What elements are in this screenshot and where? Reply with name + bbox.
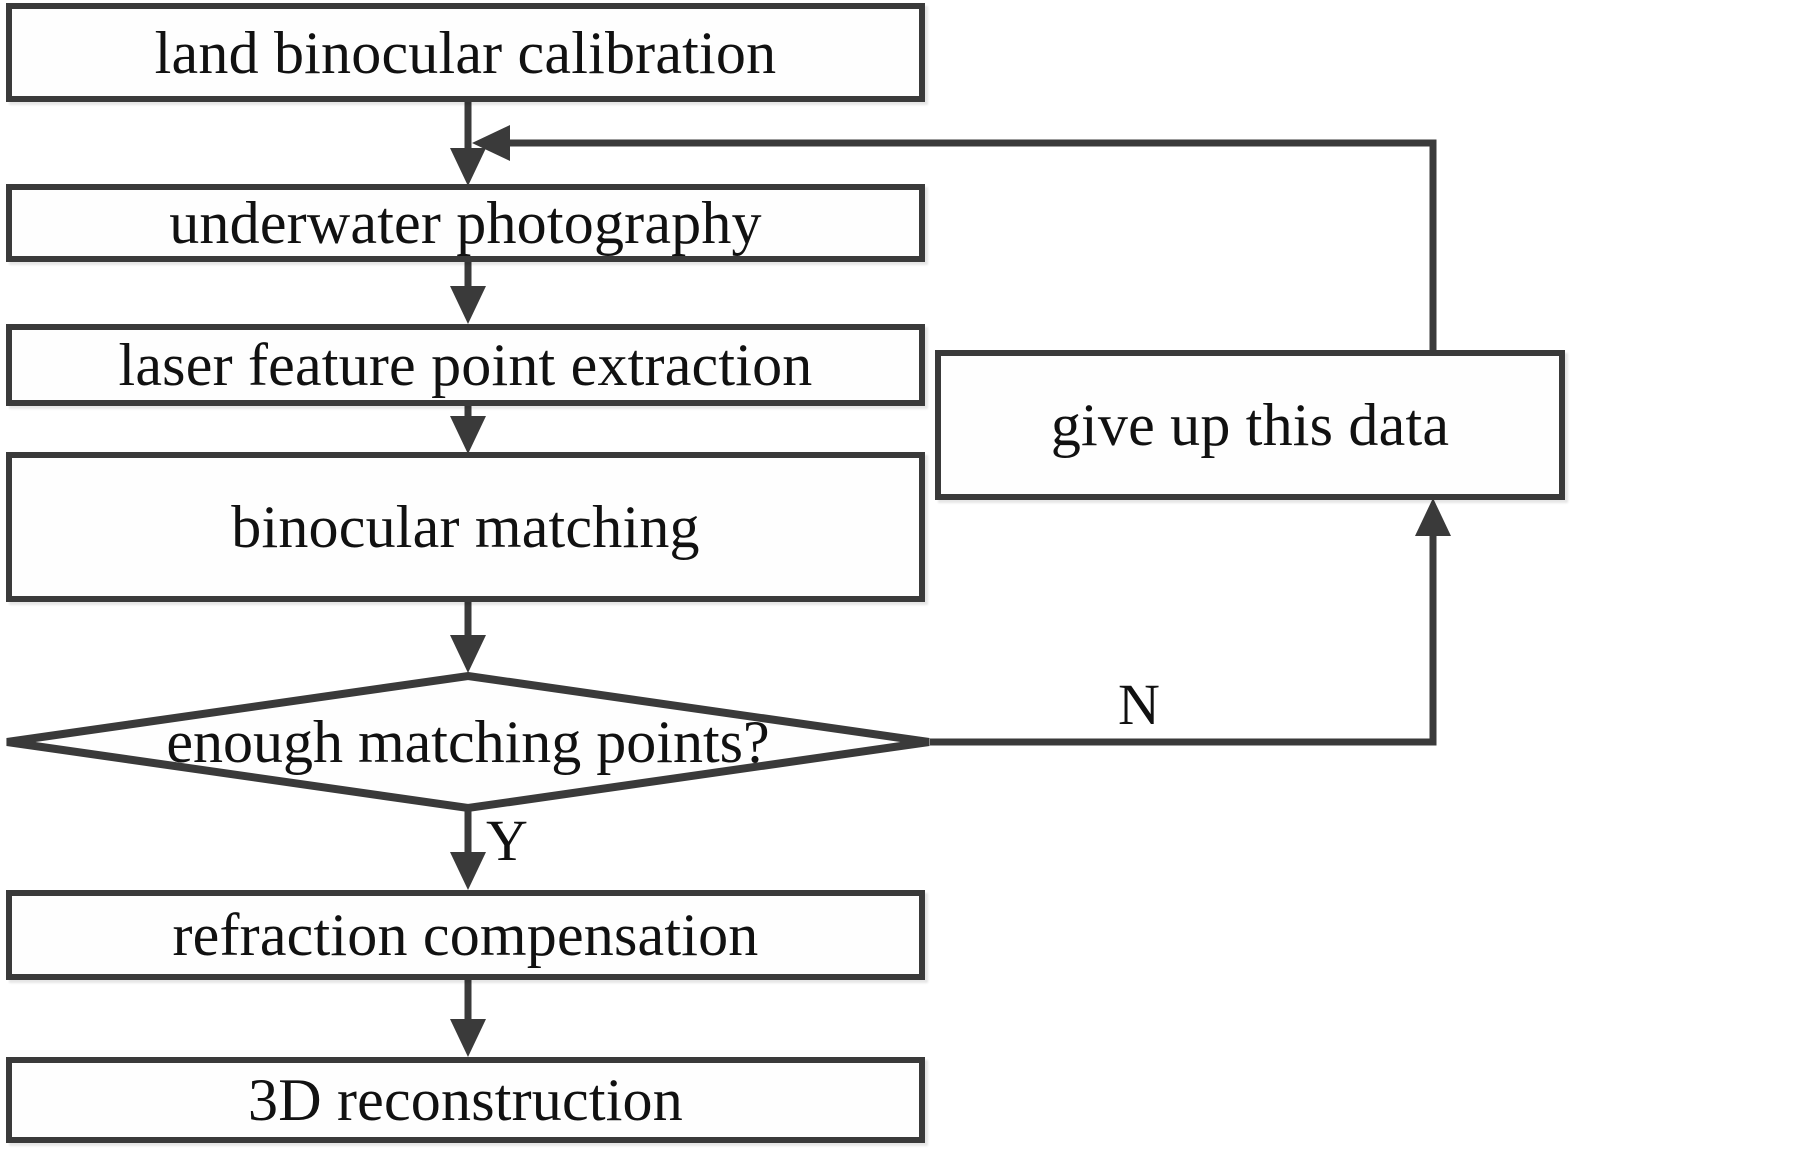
node-enough-matching-points[interactable]: enough matching points? bbox=[2, 671, 934, 813]
edge-refraction-to-reconstruction bbox=[450, 980, 486, 1057]
edge-label-yes: Y bbox=[486, 808, 528, 873]
edge-decision-no-to-giveup bbox=[930, 498, 1451, 746]
node-underwater-photography[interactable]: underwater photography bbox=[6, 184, 925, 262]
node-binocular-matching[interactable]: binocular matching bbox=[6, 452, 925, 602]
edge-extraction-to-matching bbox=[450, 406, 486, 454]
node-label: 3D reconstruction bbox=[248, 1067, 683, 1133]
node-land-binocular-calibration[interactable]: land binocular calibration bbox=[6, 3, 925, 102]
node-label: laser feature point extraction bbox=[118, 332, 813, 398]
node-label: refraction compensation bbox=[172, 902, 759, 968]
node-refraction-compensation[interactable]: refraction compensation bbox=[6, 890, 925, 980]
node-label: give up this data bbox=[1050, 392, 1450, 458]
node-label: underwater photography bbox=[169, 190, 762, 256]
node-label: land binocular calibration bbox=[154, 19, 777, 86]
edge-photography-to-extraction bbox=[450, 260, 486, 324]
node-label: binocular matching bbox=[231, 494, 700, 560]
node-laser-feature-point-extraction[interactable]: laser feature point extraction bbox=[6, 324, 925, 406]
decision-diamond-shape bbox=[6, 671, 930, 813]
edge-label-no: N bbox=[1118, 672, 1160, 737]
edge-calibration-to-photography bbox=[450, 102, 486, 186]
edge-matching-to-decision bbox=[450, 602, 486, 673]
node-3d-reconstruction[interactable]: 3D reconstruction bbox=[6, 1057, 925, 1143]
node-give-up-this-data[interactable]: give up this data bbox=[935, 350, 1565, 500]
edge-decision-yes-to-refraction bbox=[450, 810, 486, 890]
